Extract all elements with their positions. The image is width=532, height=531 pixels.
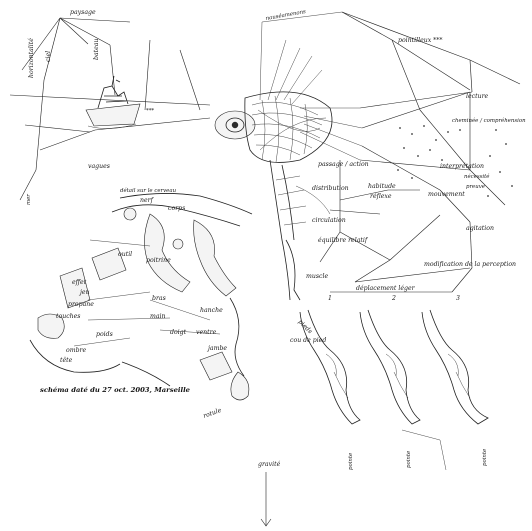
landscape-cluster: paysage horizontalité ciel bateau mer va… xyxy=(10,9,210,205)
label-pointilleux-left: *** xyxy=(146,108,154,114)
label-num-2: 2 xyxy=(391,295,396,302)
label-mouvement: mouvement xyxy=(428,191,465,198)
label-detail: détail sur le cerveau xyxy=(120,187,177,194)
label-gravite: gravité xyxy=(258,461,281,468)
label-bras: bras xyxy=(152,295,166,302)
label-equilibre: équilibre relatif xyxy=(318,237,369,244)
label-propane: propane xyxy=(68,301,94,308)
label-preuve: preuve xyxy=(466,184,485,190)
label-cou-de-pied: cou de pied xyxy=(290,337,326,344)
label-comprehension: cheminée / compréhension xyxy=(452,117,526,124)
label-interpretation: interprétation xyxy=(440,163,484,170)
label-horizontalite: horizontalité xyxy=(28,38,35,78)
label-pointilleux: pointilleux *** xyxy=(398,37,442,44)
gravity-arrow: gravité xyxy=(258,461,281,526)
label-ombre: ombre xyxy=(66,347,87,354)
label-lecture: lecture xyxy=(466,93,489,100)
label-modification: modification de la perception xyxy=(424,261,516,268)
label-main: main xyxy=(150,313,166,320)
label-pointe-1: pointe xyxy=(348,453,354,470)
label-mer: mer xyxy=(26,194,32,205)
label-tete: tête xyxy=(60,357,73,364)
label-num-3: 3 xyxy=(456,295,460,302)
label-paysage: paysage xyxy=(70,9,96,16)
label-pointe-3: pointe xyxy=(482,449,488,466)
label-deplacement: déplacement léger xyxy=(356,285,416,292)
label-touches: touches xyxy=(56,313,80,320)
label-poitrine: poitrine xyxy=(146,257,171,264)
dot-field xyxy=(397,125,513,197)
label-nauseamenons: nauséamenons xyxy=(265,8,306,22)
brain-radial-lines: nauséamenons xyxy=(260,8,362,160)
boat-sketch xyxy=(86,76,140,129)
label-corps: corps xyxy=(168,205,185,212)
label-jambe: jambe xyxy=(206,345,227,352)
label-muscle: muscle xyxy=(306,273,328,280)
label-effet: effet xyxy=(72,279,87,286)
label-nerf: nerf xyxy=(140,197,155,204)
label-ventre: ventre xyxy=(196,329,217,336)
label-hanche: hanche xyxy=(200,307,223,314)
label-necessite: nécessité xyxy=(464,173,490,180)
body-tools-cluster: corps outil effet jeu propane touches po… xyxy=(30,193,252,419)
schema-caption: schéma daté du 27 oct. 2003, Marseille xyxy=(40,386,191,394)
label-reflexe: réflexe xyxy=(370,193,392,200)
label-outil: outil xyxy=(118,251,132,258)
label-ciel: ciel xyxy=(45,51,52,62)
label-passage: passage / action xyxy=(318,161,369,168)
label-poids: poids xyxy=(96,331,113,338)
label-jeu: jeu xyxy=(78,289,90,296)
label-agitation: agitation xyxy=(466,225,494,232)
label-vagues: vagues xyxy=(88,163,110,170)
label-habitude: habitude xyxy=(368,183,396,190)
label-doigt: doigt xyxy=(170,329,187,336)
label-pointe-2: pointe xyxy=(406,451,412,468)
feet-sketches: pieds cou de pied pointe pointe pointe xyxy=(290,310,488,470)
right-network: pointilleux *** lecture cheminée / compr… xyxy=(306,12,526,302)
label-bateau: bateau xyxy=(93,39,100,60)
label-circulation: circulation xyxy=(312,217,346,224)
label-num-1: 1 xyxy=(328,295,332,302)
label-distribution: distribution xyxy=(312,185,349,192)
label-rotule: rotule xyxy=(202,407,222,420)
